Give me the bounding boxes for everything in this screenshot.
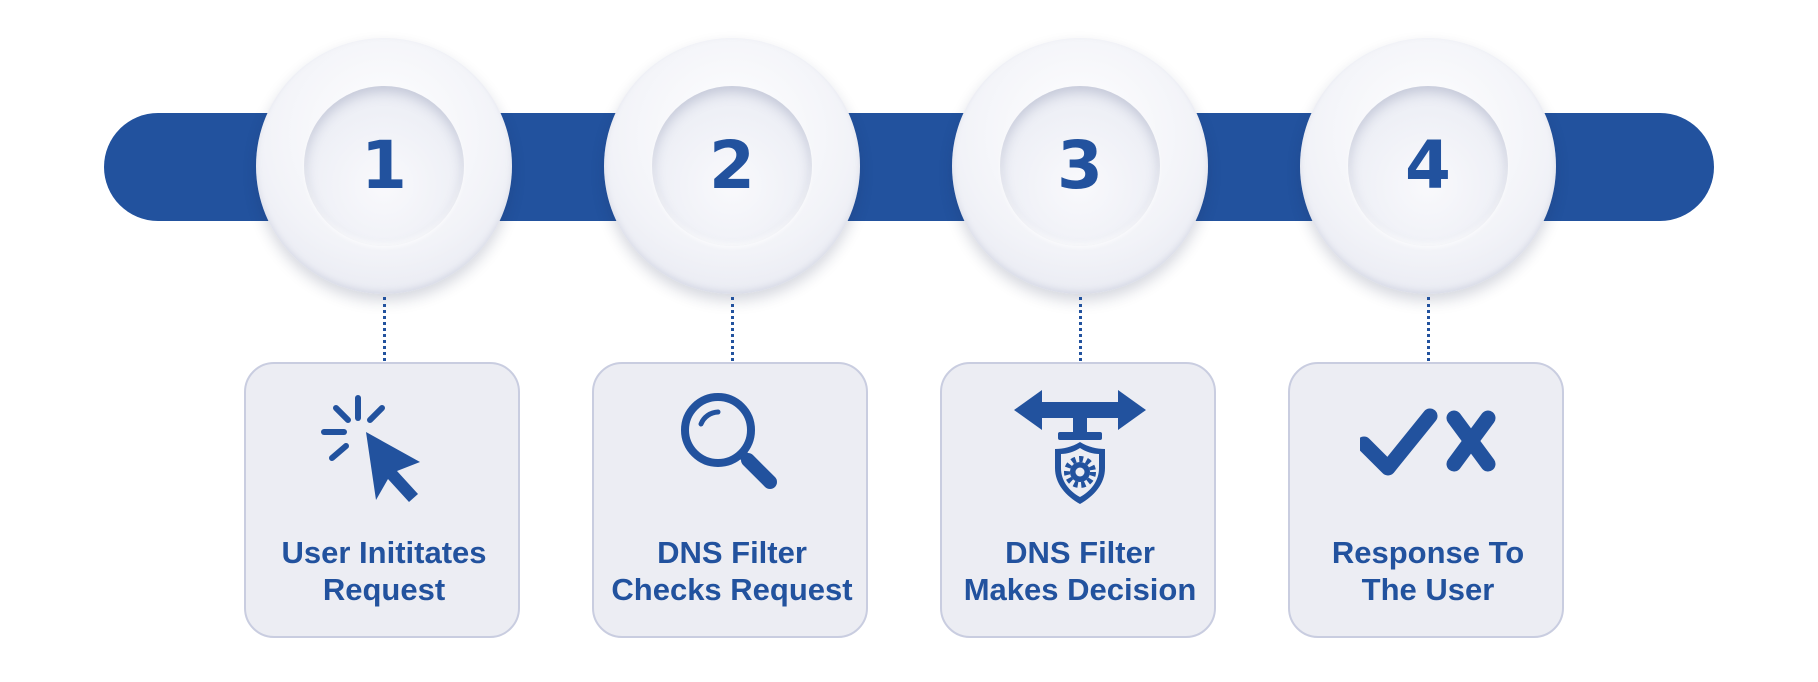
step-1-inner-circle <box>304 86 464 246</box>
step-3-label-line-2: Makes Decision <box>963 572 1197 607</box>
step-3-label-line-1: DNS Filter <box>1005 535 1155 570</box>
step-1-label: User Inititates Request <box>246 534 522 608</box>
step-2-number: 2 <box>709 127 755 204</box>
step-1-label-line-1: User Inititates <box>281 535 487 570</box>
step-4-label-line-2: The User <box>1361 572 1495 607</box>
check-and-cross-icon <box>1360 408 1496 476</box>
step-2-label-line-1: DNS Filter <box>657 535 807 570</box>
split-arrow-shield-gear-icon <box>1014 390 1146 504</box>
step-1-connector <box>383 297 386 361</box>
step-4-connector <box>1427 297 1430 361</box>
step-3-inner-circle <box>1000 86 1160 246</box>
step-1-number: 1 <box>361 127 407 204</box>
magnifying-glass-icon <box>681 393 777 489</box>
step-3-card: DNS Filter Makes Decision <box>940 362 1216 638</box>
step-2: 2 DNS Filter Checks Request <box>592 0 872 682</box>
step-3: 3 DNS Filter Makes Decision <box>940 0 1220 682</box>
step-4-label: Response To The User <box>1290 534 1566 608</box>
step-2-label-line-2: Checks Request <box>611 572 853 607</box>
step-2-inner-circle <box>652 86 812 246</box>
step-4-label-line-1: Response To <box>1331 535 1525 570</box>
step-2-label: DNS Filter Checks Request <box>594 534 870 608</box>
step-4-number: 4 <box>1405 127 1451 204</box>
step-1: 1 User Inititates Request <box>244 0 524 682</box>
step-4-card: Response To The User <box>1288 362 1564 638</box>
step-1-card: User Inititates Request <box>244 362 520 638</box>
step-2-card: DNS Filter Checks Request <box>592 362 868 638</box>
step-1-label-line-2: Request <box>322 572 446 607</box>
cursor-click-icon <box>321 395 420 502</box>
step-4-inner-circle <box>1348 86 1508 246</box>
step-2-connector <box>731 297 734 361</box>
step-4: 4 Response To The User <box>1288 0 1568 682</box>
step-3-connector <box>1079 297 1082 361</box>
step-3-number: 3 <box>1057 127 1103 204</box>
step-3-label: DNS Filter Makes Decision <box>942 534 1218 608</box>
